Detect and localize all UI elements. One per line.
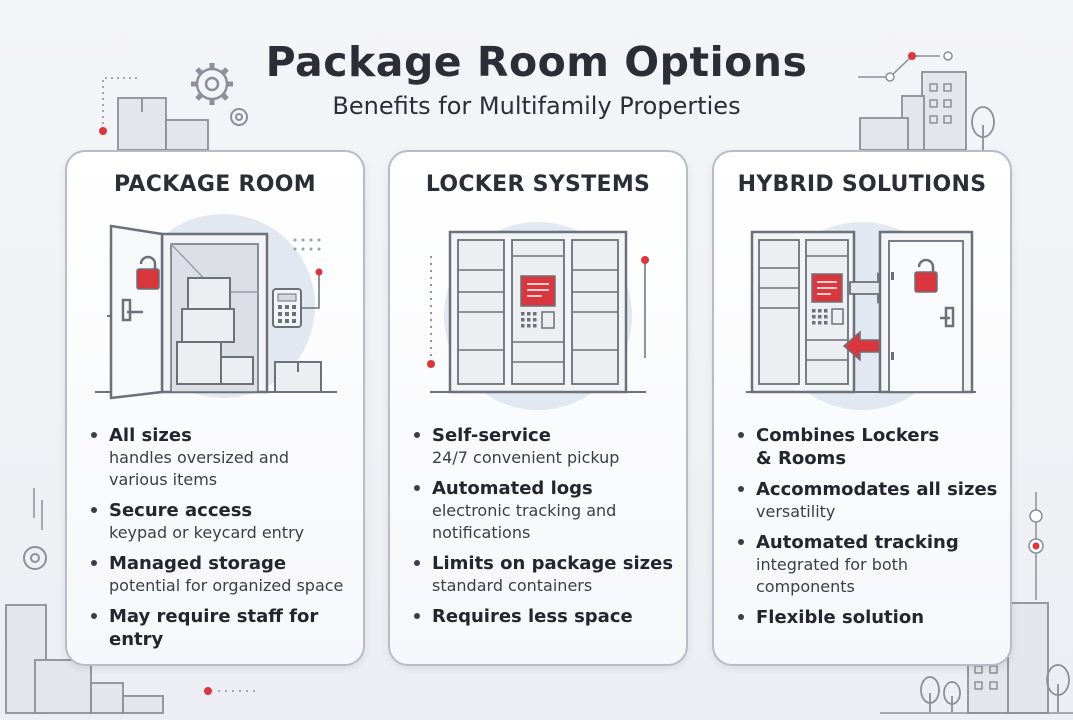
list-item: Combines Lockers & Rooms (738, 424, 1000, 470)
handle-icon (940, 306, 955, 328)
hybrid-solutions-illustration (746, 222, 976, 410)
tree-icon (971, 106, 995, 150)
list-item: Flexible solution (738, 606, 1000, 629)
gear-icon (23, 546, 47, 570)
gear-icon (230, 108, 248, 126)
card-title: HYBRID SOLUTIONS (737, 172, 987, 197)
gear-icon (191, 63, 233, 105)
handle-icon (121, 298, 143, 322)
lock-icon (136, 255, 160, 290)
card-title: PACKAGE ROOM (114, 172, 316, 197)
keypad-icon (272, 268, 323, 328)
package-room-card: PACKAGE ROOM (65, 150, 365, 666)
keypad-icon (812, 308, 844, 325)
card-title: LOCKER SYSTEMS (425, 172, 651, 197)
page-subtitle: Benefits for Multifamily Properties (332, 92, 741, 120)
list-item: May require staff for entry (91, 605, 353, 651)
hybrid-solutions-benefits: Combines Lockers & Rooms Accommodates al… (738, 424, 1000, 637)
locker-screen-icon (520, 275, 556, 307)
box-icon (176, 277, 254, 385)
page-title: Package Room Options (265, 38, 808, 86)
keypad-icon (521, 311, 555, 329)
locker-screen-icon (811, 273, 843, 303)
hybrid-solutions-card: HYBRID SOLUTIONS (712, 150, 1012, 666)
list-item: Requires less space (414, 605, 676, 628)
box-icon (5, 604, 164, 714)
lock-icon (914, 258, 938, 293)
box-icon (274, 361, 322, 393)
locker-systems-illustration (427, 222, 649, 410)
package-room-illustration (95, 214, 337, 400)
tree-icon (920, 664, 1070, 712)
